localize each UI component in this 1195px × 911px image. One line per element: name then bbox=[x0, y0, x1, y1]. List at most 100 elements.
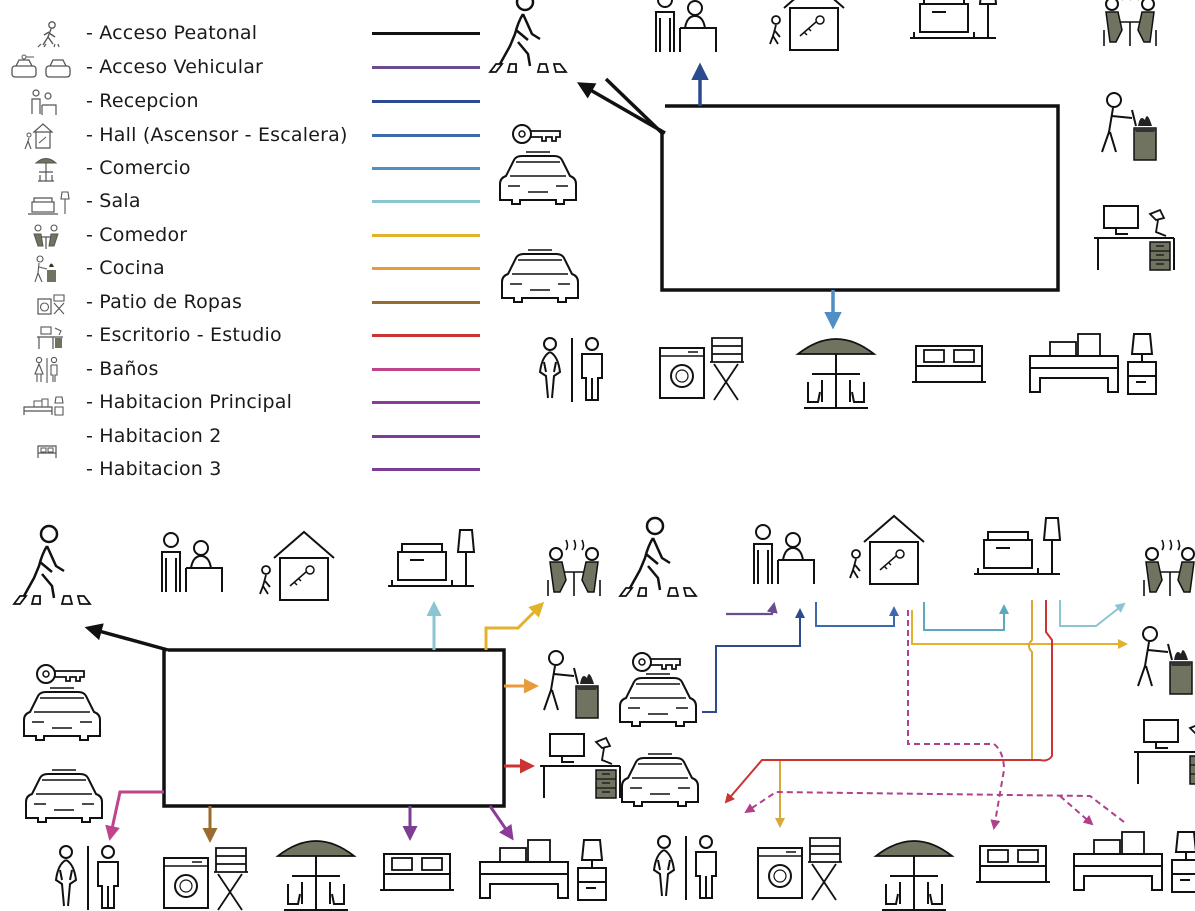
master-bedroom-icon bbox=[479, 839, 607, 901]
legend-row-acceso-peatonal: - Acceso Peatonal bbox=[0, 17, 490, 51]
legend-label: - Sala bbox=[86, 190, 141, 212]
legend-row-escritorio: - Escritorio - Estudio bbox=[0, 319, 490, 353]
dining-icon bbox=[547, 539, 601, 597]
master-bedroom-icon bbox=[1073, 831, 1195, 893]
legend-label: - Escritorio - Estudio bbox=[86, 324, 282, 346]
master-bedroom-icon bbox=[1029, 333, 1157, 395]
desk-icon bbox=[37, 326, 63, 349]
legend-line bbox=[372, 468, 480, 471]
legend-line bbox=[372, 100, 480, 103]
dining-icon bbox=[33, 224, 59, 249]
legend-row-banos: - Baños bbox=[0, 353, 490, 387]
reception-icon bbox=[161, 532, 223, 593]
legend-label: - Habitacion 2 bbox=[86, 425, 222, 447]
legend-label: - Comercio bbox=[86, 157, 191, 179]
legend-line bbox=[372, 167, 480, 170]
car-icon bbox=[501, 249, 579, 303]
key-icon bbox=[632, 652, 681, 672]
bed-icon bbox=[975, 845, 1051, 883]
hall-icon bbox=[259, 531, 335, 601]
legend-line bbox=[372, 66, 480, 69]
reception-icon bbox=[753, 524, 815, 585]
legend-label: - Acceso Vehicular bbox=[86, 56, 264, 78]
reception-icon bbox=[655, 0, 717, 53]
flow-arrow-hall bbox=[815, 602, 899, 627]
hall-icon bbox=[849, 515, 925, 585]
cooking-icon bbox=[34, 255, 56, 283]
legend-line bbox=[372, 134, 480, 137]
laundry-icon bbox=[163, 847, 249, 911]
flow-arrow-habitacion-2 bbox=[907, 610, 1006, 830]
flow-arrow-sala bbox=[923, 602, 1009, 631]
flow-arrow-acceso-vehicular bbox=[726, 601, 778, 616]
legend-label: - Acceso Peatonal bbox=[86, 22, 258, 44]
legend-label: - Baños bbox=[86, 358, 159, 380]
legend-line bbox=[372, 32, 480, 35]
sofa-lamp-icon bbox=[909, 0, 997, 39]
flow-arrow-acceso-peatonal bbox=[84, 623, 169, 652]
umbrella-table-icon bbox=[875, 840, 953, 911]
reception-icon bbox=[31, 89, 57, 115]
dining-icon bbox=[1103, 0, 1157, 47]
legend-line bbox=[372, 267, 480, 270]
sofa-lamp-icon bbox=[973, 517, 1061, 575]
sofa-lamp-icon bbox=[387, 529, 475, 587]
pedestrian-icon bbox=[37, 21, 60, 48]
bed-icon bbox=[37, 445, 57, 458]
legend-label: - Comedor bbox=[86, 224, 188, 246]
legend-label: - Patio de Ropas bbox=[86, 291, 243, 313]
laundry-icon bbox=[37, 294, 65, 315]
legend-row-cocina: - Cocina bbox=[0, 252, 490, 286]
legend-row-acceso-vehicular: - Acceso Vehicular bbox=[0, 51, 490, 85]
desk-icon bbox=[1133, 719, 1195, 785]
flow-arrow-comedor bbox=[484, 601, 545, 650]
legend-line bbox=[372, 234, 480, 237]
legend-label: - Cocina bbox=[86, 257, 165, 279]
bottom-left-diagram bbox=[12, 524, 621, 911]
key-icon bbox=[512, 124, 561, 144]
flow-arrow-acceso-peatonal bbox=[576, 82, 666, 135]
bed-icon bbox=[379, 853, 455, 891]
flow-arrow-habitacion-principal bbox=[488, 805, 514, 841]
legend-label: - Habitacion Principal bbox=[86, 391, 293, 413]
flow-arrow-sala-2 bbox=[1059, 600, 1126, 627]
cooking-icon bbox=[1101, 92, 1157, 161]
legend: - Acceso Peatonal - Acceso Vehicular - R… bbox=[0, 0, 490, 490]
restroom-icon bbox=[55, 845, 119, 911]
legend-row-sala: - Sala bbox=[0, 185, 490, 219]
restroom-icon bbox=[653, 835, 717, 901]
legend-row-comedor: - Comedor bbox=[0, 219, 490, 253]
legend-row-patio: - Patio de Ropas bbox=[0, 286, 490, 320]
legend-line bbox=[372, 368, 480, 371]
hall-icon bbox=[769, 0, 845, 51]
legend-row-recepcion: - Recepcion bbox=[0, 85, 490, 119]
restroom-icon bbox=[34, 356, 58, 383]
pedestrian-icon bbox=[618, 516, 698, 598]
legend-line bbox=[372, 200, 480, 203]
legend-label: - Hall (Ascensor - Escalera) bbox=[86, 124, 348, 146]
car-icon bbox=[621, 753, 699, 807]
legend-row-habitacion-principal: - Habitacion Principal bbox=[0, 386, 490, 420]
cooking-icon bbox=[543, 650, 599, 719]
car-icon bbox=[23, 687, 101, 741]
bottom-right-diagram bbox=[618, 515, 1195, 911]
restroom-icon bbox=[539, 337, 603, 403]
umbrella-table-icon bbox=[34, 158, 58, 182]
pedestrian-icon bbox=[488, 0, 568, 74]
bed-icon bbox=[911, 345, 987, 383]
legend-row-habitacion-3: - Habitacion 3 bbox=[0, 453, 490, 487]
master-bedroom-icon bbox=[23, 396, 64, 416]
legend-label: - Habitacion 3 bbox=[86, 458, 222, 480]
laundry-icon bbox=[659, 337, 745, 401]
umbrella-table-icon bbox=[797, 338, 875, 409]
flow-arrow-comedor-down bbox=[775, 600, 1033, 828]
pedestrian-icon bbox=[12, 524, 92, 606]
legend-line bbox=[372, 301, 480, 304]
legend-row-comercio: - Comercio bbox=[0, 152, 490, 186]
flow-arrow-comedor bbox=[911, 610, 1128, 649]
central-space bbox=[162, 648, 506, 808]
legend-row-hall: - Hall (Ascensor - Escalera) bbox=[0, 119, 490, 153]
sofa-icon bbox=[28, 191, 70, 215]
laundry-icon bbox=[757, 837, 843, 901]
